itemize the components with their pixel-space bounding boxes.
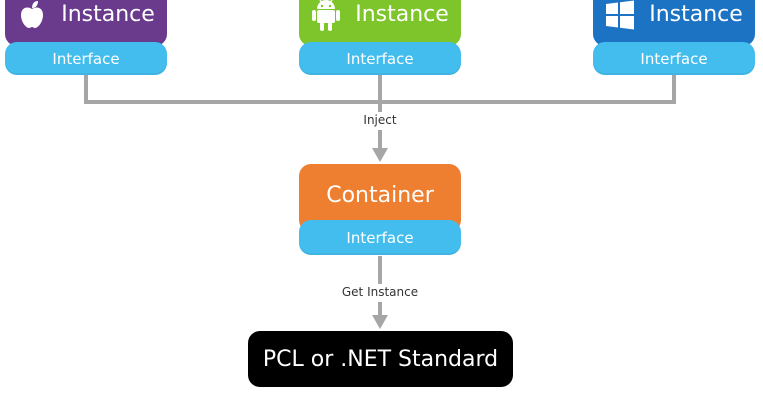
inject-label: Inject [361, 113, 399, 127]
apple-instance-label: Instance [61, 2, 155, 27]
get-instance-label: Get Instance [339, 285, 421, 299]
windows-icon [605, 0, 635, 30]
windows-instance-label: Instance [649, 2, 743, 27]
android-icon [311, 0, 341, 32]
apple-interface-box: Interface [5, 42, 167, 75]
windows-interface-box: Interface [593, 42, 755, 75]
pcl-netstandard-box: PCL or .NET Standard [248, 331, 513, 387]
android-interface-box: Interface [299, 42, 461, 75]
apple-instance-box: Instance [5, 0, 167, 46]
container-interface-box: Interface [299, 220, 461, 255]
get-instance-arrowhead [372, 315, 388, 329]
inject-arrowhead [372, 148, 388, 162]
android-instance-label: Instance [355, 2, 449, 27]
apple-icon [17, 0, 47, 30]
windows-instance-box: Instance [593, 0, 755, 46]
android-instance-box: Instance [299, 0, 461, 46]
